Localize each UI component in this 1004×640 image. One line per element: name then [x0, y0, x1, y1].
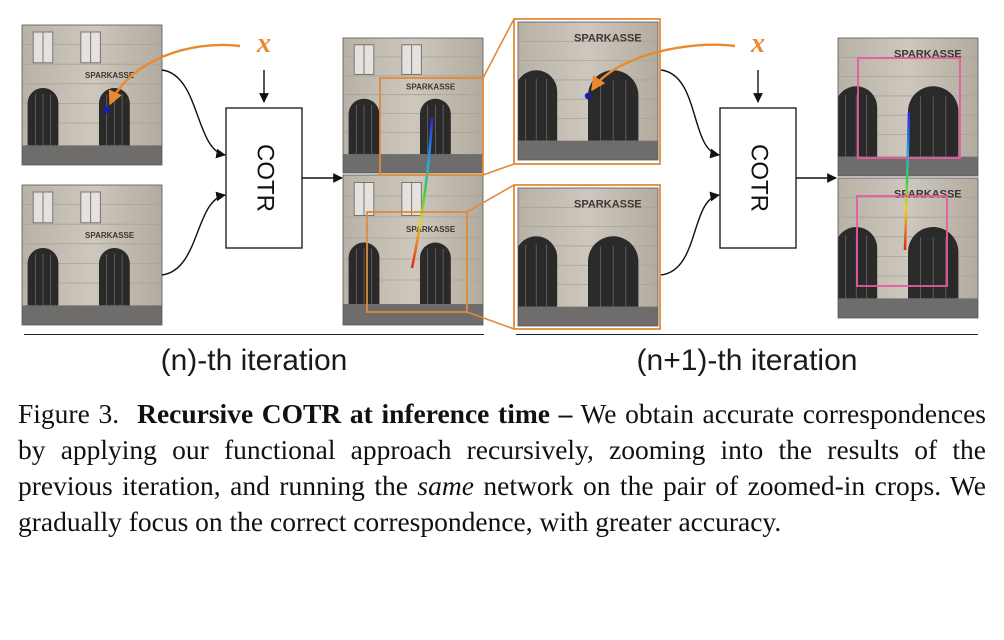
caption-title: Recursive COTR at inference time – [137, 398, 573, 429]
crop-image-b-sign: SPARKASSE [574, 198, 642, 210]
output-image-a-n1: SPARKASSE [837, 37, 979, 177]
correspondence-line-n1 [903, 111, 911, 251]
cotr-box-n-label: COTR [252, 144, 279, 212]
input-image-b-sign: SPARKASSE [85, 231, 135, 240]
query-symbol-n: x [256, 28, 271, 59]
correspondence-line-n [410, 117, 434, 269]
output-image-b-n-sign: SPARKASSE [406, 225, 456, 234]
input-image-a: SPARKASSE [21, 24, 163, 166]
caption-emphasis: same [417, 470, 474, 501]
arrow-in-a-n [161, 69, 226, 159]
iteration-rule-right [516, 334, 978, 335]
crop-image-a-sign: SPARKASSE [574, 32, 642, 44]
output-image-b-n1-sign: SPARKASSE [894, 189, 962, 201]
crop-connector-3 [466, 311, 515, 330]
arrow-in-b-n1 [660, 191, 720, 276]
final-box-b [856, 195, 948, 287]
crop-box-b [366, 211, 468, 313]
iteration-label-n-plus-1: (n+1)-th iteration [636, 344, 858, 377]
iteration-rule-left [24, 334, 484, 335]
crop-connector-0 [482, 18, 515, 79]
output-image-a-n: SPARKASSE [342, 37, 484, 174]
caption-text-1: We obtain accurate correspondences by ap… [18, 398, 986, 501]
figure-diagram: SPARKASSE SPARKASSE SPARKASSE SPARKASSE SPAR… [21, 18, 979, 330]
caption-label: Figure 3. [18, 398, 120, 429]
input-image-b: SPARKASSE [21, 184, 163, 326]
arrow-in-b-n [161, 191, 226, 276]
cotr-box-n1 [719, 107, 797, 249]
crop-connector-2 [466, 184, 515, 213]
arrow-in-a-n1 [660, 69, 720, 159]
query-symbol-n1: x [750, 28, 765, 59]
crop-frame-b [513, 184, 661, 330]
cotr-box-n [225, 107, 303, 249]
query-arrow-n1 [590, 43, 736, 92]
query-arrow-n [108, 43, 241, 106]
caption-text-2: network on the pair of zoomed-in crops. … [18, 470, 987, 537]
crop-image-a: SPARKASSE [517, 21, 659, 161]
crop-image-b: SPARKASSE [517, 187, 659, 327]
output-image-a-n-sign: SPARKASSE [406, 82, 456, 91]
input-image-a-sign: SPARKASSE [85, 71, 135, 80]
crop-frame-a [513, 18, 661, 165]
crop-connector-1 [482, 163, 515, 176]
crop-box-a [379, 77, 484, 176]
iteration-label-n: (n)-th iteration [160, 344, 348, 377]
final-box-a [857, 57, 961, 159]
output-image-b-n1: SPARKASSE [837, 177, 979, 319]
query-point-crop [584, 92, 592, 100]
output-image-b-n: SPARKASSE [342, 174, 484, 326]
query-point-input [103, 106, 111, 114]
cotr-box-n1-label: COTR [746, 144, 773, 212]
figure-caption: Figure 3. Recursive COTR at inference tim… [18, 396, 986, 540]
